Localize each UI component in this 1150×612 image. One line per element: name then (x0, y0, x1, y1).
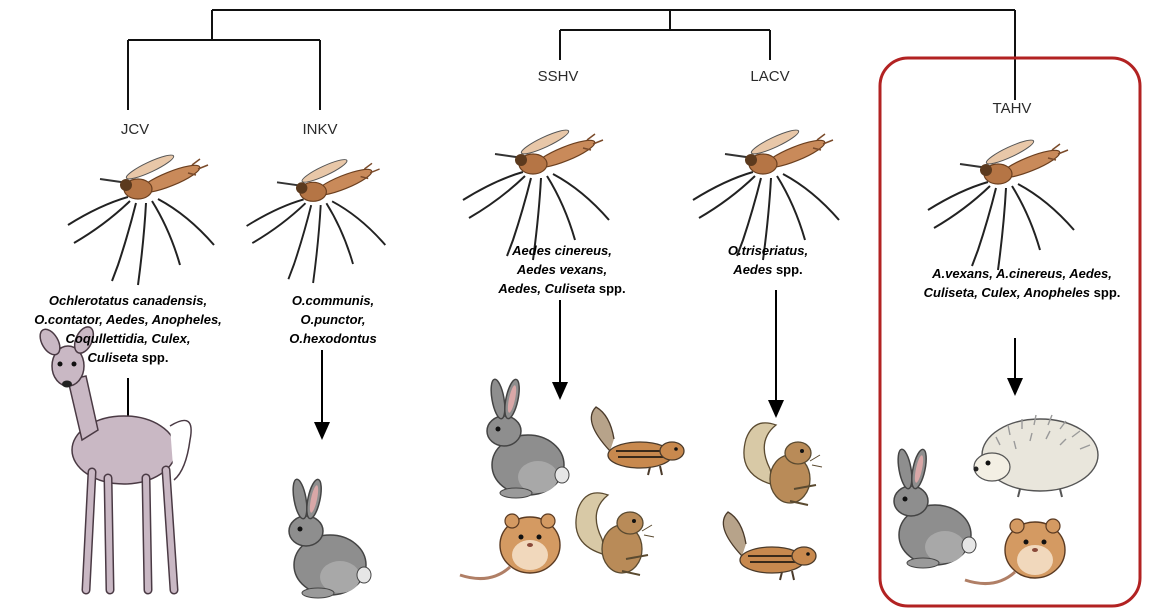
virus-label-sshv: SSHV (538, 68, 579, 85)
virus-label-jcv: JCV (121, 121, 149, 138)
sshv-host-rabbit (487, 378, 569, 498)
vector-line: Ochlerotatus canadensis, (34, 291, 222, 310)
vector-line: Culiseta, Culex, Anopheles spp. (924, 283, 1121, 302)
inkv-host-rabbit (289, 478, 371, 598)
vector-text-segment: spp. (595, 281, 625, 296)
vector-line: Aedes cinereus, (498, 241, 625, 260)
vector-text-segment: Coqullettidia, Culex, (66, 331, 191, 346)
vector-text-segment: Ochlerotatus canadensis, (49, 293, 207, 308)
sshv-host-chipmunk (591, 407, 684, 475)
sshv-host-squirrel (576, 493, 654, 575)
vector-text-segment: O.triseriatus, (728, 243, 808, 258)
vector-line: Aedes spp. (728, 260, 808, 279)
vector-text-segment: Aedes, Culiseta (498, 281, 595, 296)
vector-text-segment: O.communis, (292, 293, 374, 308)
sshv-host-hamster (460, 514, 560, 579)
lacv-mosquito (693, 126, 839, 260)
tree-jcv-inkv-branch (128, 40, 320, 110)
tahv-host-hamster (965, 519, 1065, 584)
vector-text-segment: O.contator, Aedes, Anopheles, (34, 312, 222, 327)
tree-sshv-lacv-branch (560, 10, 770, 60)
vector-line: O.contator, Aedes, Anopheles, (34, 310, 222, 329)
vector-text-segment: Culiseta, Culex, Anopheles (924, 285, 1090, 300)
vector-text-segment: spp. (772, 262, 802, 277)
virus-label-tahv: TAHV (993, 100, 1032, 117)
vector-text-segment: O.hexodontus (289, 331, 376, 346)
tahv-host-rabbit (894, 448, 976, 568)
vector-line: O.punctor, (289, 310, 376, 329)
vector-line: Coqullettidia, Culex, (34, 329, 222, 348)
vector-line: O.hexodontus (289, 329, 376, 348)
tree-root-branch (212, 10, 1015, 100)
vector-line: O.triseriatus, (728, 241, 808, 260)
vector-text-segment: O.punctor, (300, 312, 365, 327)
sshv-mosquito (463, 126, 609, 260)
vector-text-segment: A.vexans, A.cinereus, Aedes, (932, 266, 1112, 281)
tahv-host-hedgehog (974, 415, 1099, 497)
tahv-mosquito (928, 136, 1074, 270)
jcv-mosquito (68, 151, 214, 285)
phylogeny-tree (128, 10, 1015, 110)
vector-text-segment: spp. (138, 350, 168, 365)
tahv-vectors: A.vexans, A.cinereus, Aedes, Culiseta, Cu… (924, 264, 1121, 302)
inkv-mosquito (247, 156, 386, 283)
vector-line: A.vexans, A.cinereus, Aedes, (924, 264, 1121, 283)
vector-line: Aedes vexans, (498, 260, 625, 279)
vector-text-segment: Culiseta (88, 350, 139, 365)
vector-text-segment: Aedes cinereus, (512, 243, 612, 258)
vector-line: Aedes, Culiseta spp. (498, 279, 625, 298)
vector-text-segment: spp. (1090, 285, 1120, 300)
sshv-vectors: Aedes cinereus, Aedes vexans, Aedes, Culis… (498, 241, 625, 298)
inkv-vectors: O.communis, O.punctor, O.hexodontus (289, 291, 376, 348)
vector-text-segment: Aedes vexans, (517, 262, 607, 277)
virus-label-lacv: LACV (750, 68, 789, 85)
lacv-host-squirrel (744, 423, 822, 505)
virus-label-inkv: INKV (302, 121, 337, 138)
lacv-vectors: O.triseriatus, Aedes spp. (728, 241, 808, 279)
jcv-vectors: Ochlerotatus canadensis, O.contator, Aede… (34, 291, 222, 367)
vector-line: O.communis, (289, 291, 376, 310)
lacv-host-chipmunk (723, 512, 816, 580)
vector-line: Culiseta spp. (34, 348, 222, 367)
vector-text-segment: Aedes (733, 262, 772, 277)
